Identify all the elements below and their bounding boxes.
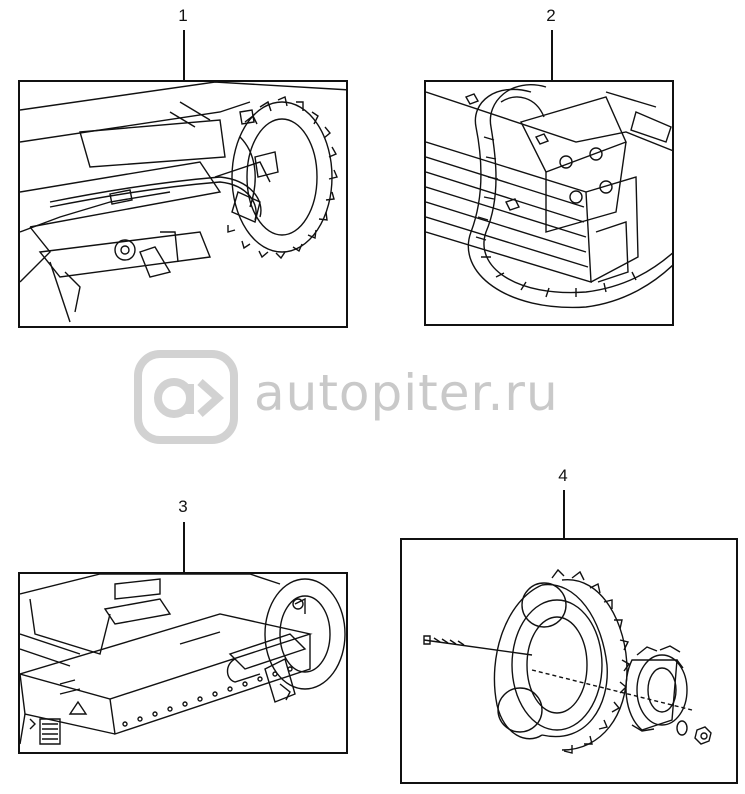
callout-1: 1 [178, 6, 188, 25]
figure-panel-1 [18, 80, 348, 328]
autopiter-logo-icon [134, 350, 238, 444]
leader-3 [183, 522, 185, 572]
figure-panel-3 [18, 572, 348, 754]
figure-panel-4 [400, 538, 738, 784]
drawing-wheel-mount [20, 574, 346, 745]
leader-1 [183, 30, 185, 80]
watermark: autopiter.ru [132, 348, 622, 448]
callout-2: 2 [546, 6, 556, 25]
callout-4: 4 [558, 466, 568, 485]
callout-3: 3 [178, 497, 188, 516]
drawing-wheel-cable [20, 82, 346, 323]
watermark-text: autopiter.ru [254, 364, 559, 422]
drawing-wheel-exploded [423, 568, 712, 754]
figure-panel-2 [424, 80, 674, 326]
drawing-cable-bracket [426, 84, 672, 309]
leader-2 [551, 30, 553, 80]
leader-4 [563, 490, 565, 538]
